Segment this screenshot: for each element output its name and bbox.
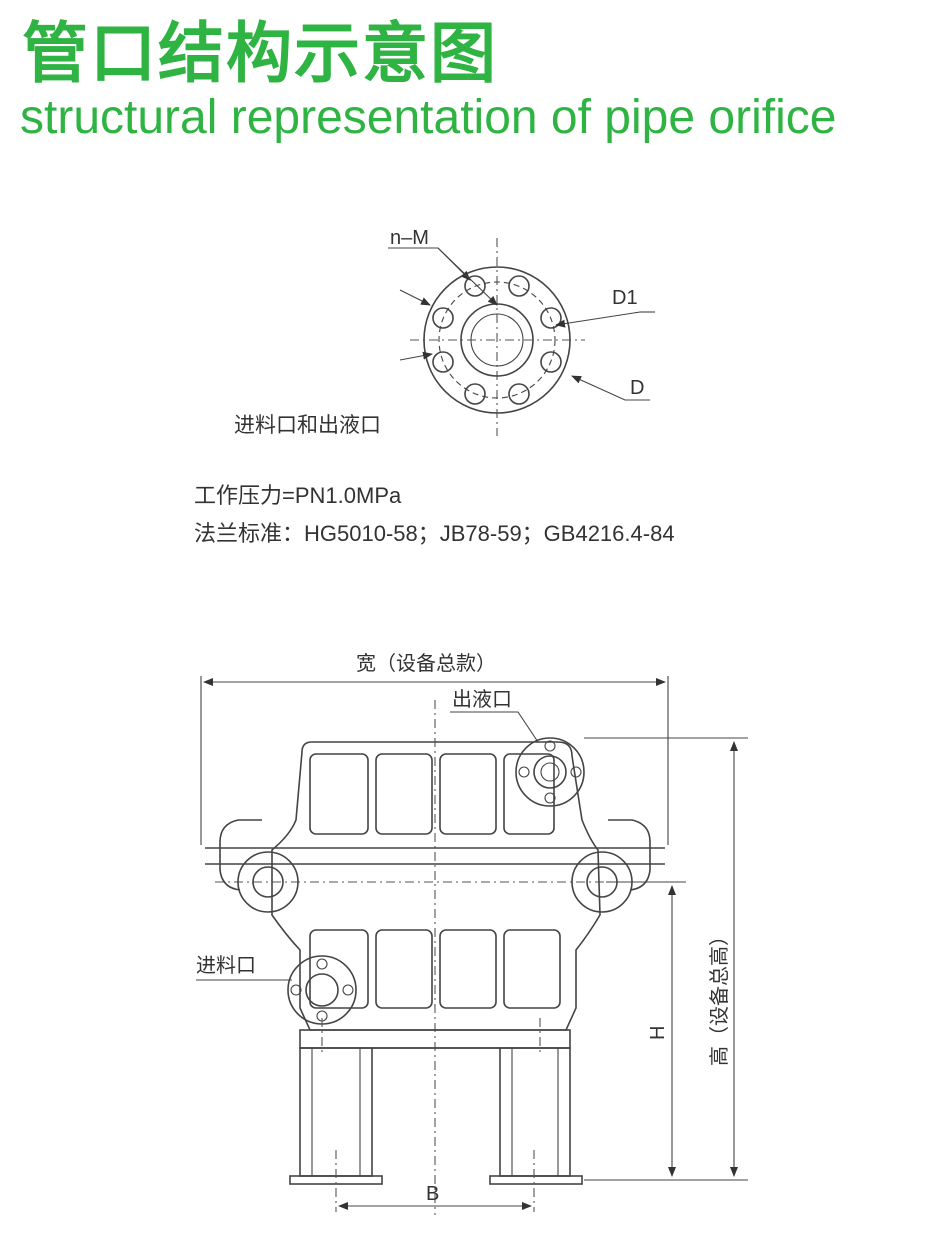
outlet-label: 出液口 bbox=[452, 688, 512, 711]
base-b-label: B bbox=[426, 1183, 439, 1205]
upper-chamber bbox=[439, 753, 497, 835]
bolt-hole bbox=[508, 275, 530, 297]
flange-detail: n–M D1 D 进料口和出液口 bbox=[234, 227, 655, 437]
outlet-leader bbox=[450, 711, 539, 743]
outlet-flange-outer bbox=[515, 737, 585, 807]
dim-d1-left-arrow bbox=[399, 289, 431, 306]
outlet-flange-inner bbox=[540, 762, 560, 782]
inlet-flange bbox=[287, 955, 357, 1025]
side-handle-left bbox=[219, 819, 262, 891]
bolt-hole bbox=[570, 766, 582, 778]
lower-chamber bbox=[439, 929, 497, 1009]
filter-body-outline bbox=[271, 741, 601, 1031]
assembly-drawing: 宽（设备总款） bbox=[196, 652, 748, 1215]
side-handle-right bbox=[608, 819, 651, 891]
height-h-label: H bbox=[647, 1026, 669, 1040]
bolt-circle bbox=[438, 281, 556, 399]
upper-chamber bbox=[309, 753, 369, 835]
spec-standard: 法兰标准：HG5010-58；JB78-59；GB4216.4-84 bbox=[194, 521, 675, 546]
side-hub-left bbox=[237, 851, 299, 913]
flange-bolt-holes bbox=[432, 275, 562, 405]
inlet-flange-bore bbox=[305, 973, 339, 1007]
title-chinese: 管口结构示意图 bbox=[22, 15, 498, 92]
bolt-hole bbox=[540, 307, 562, 329]
label-d1: D1 bbox=[612, 287, 638, 309]
inlet-flange-outer bbox=[287, 955, 357, 1025]
flange-caption: 进料口和出液口 bbox=[234, 414, 381, 437]
inlet-label: 进料口 bbox=[196, 954, 256, 977]
bolt-hole bbox=[540, 351, 562, 373]
dim-d-right-arrow bbox=[571, 375, 650, 401]
lower-chamber bbox=[503, 929, 561, 1009]
bolt-hole bbox=[432, 307, 454, 329]
leader-n-m-inner bbox=[437, 247, 498, 306]
flange-outer-circle bbox=[423, 266, 571, 414]
upper-chamber bbox=[375, 753, 433, 835]
flange-bore-inner bbox=[470, 313, 524, 367]
bolt-hole bbox=[316, 958, 328, 970]
bolt-hole bbox=[432, 351, 454, 373]
leg-right bbox=[499, 1047, 571, 1177]
bolt-hole bbox=[464, 383, 486, 405]
upper-chamber bbox=[503, 753, 555, 835]
width-label: 宽（设备总款） bbox=[356, 652, 496, 675]
outlet-flange-bore bbox=[533, 755, 567, 789]
side-hub-left-bore bbox=[252, 866, 284, 898]
outlet-flange bbox=[515, 737, 585, 807]
lower-chamber bbox=[309, 929, 369, 1009]
dim-d-left-arrow bbox=[399, 351, 433, 361]
leader-n-m bbox=[388, 247, 471, 281]
label-n-m: n–M bbox=[390, 227, 429, 249]
spec-pressure: 工作压力=PN1.0MPa bbox=[194, 483, 402, 508]
bolt-hole bbox=[464, 275, 486, 297]
height-total-label: 高（设备总高） bbox=[708, 926, 731, 1066]
label-d: D bbox=[630, 377, 644, 399]
bolt-hole bbox=[544, 740, 556, 752]
bolt-hole bbox=[342, 984, 354, 996]
bolt-hole bbox=[290, 984, 302, 996]
bolt-hole bbox=[544, 792, 556, 804]
bolt-hole bbox=[508, 383, 530, 405]
dim-d1-right-arrow bbox=[555, 311, 641, 328]
title-english: structural representation of pipe orific… bbox=[20, 91, 837, 144]
foot-plate-right bbox=[489, 1175, 583, 1185]
lower-chamber bbox=[375, 929, 433, 1009]
bolt-hole bbox=[518, 766, 530, 778]
